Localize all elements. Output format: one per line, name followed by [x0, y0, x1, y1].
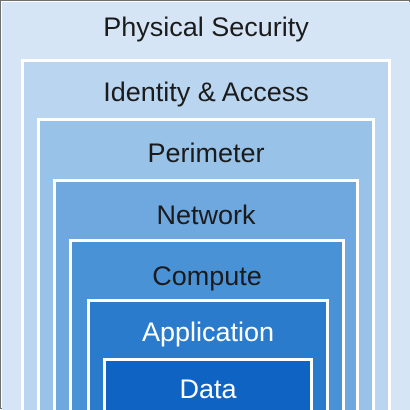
- layer-label: Identity & Access: [103, 77, 309, 107]
- layer-label: Physical Security: [103, 12, 309, 42]
- layer-label: Network: [156, 200, 256, 230]
- layer-label: Data: [179, 374, 237, 404]
- layer-label: Perimeter: [147, 138, 265, 168]
- layer-data: Data: [103, 358, 313, 410]
- layer-label: Compute: [152, 261, 262, 291]
- layer-label: Application: [141, 317, 275, 347]
